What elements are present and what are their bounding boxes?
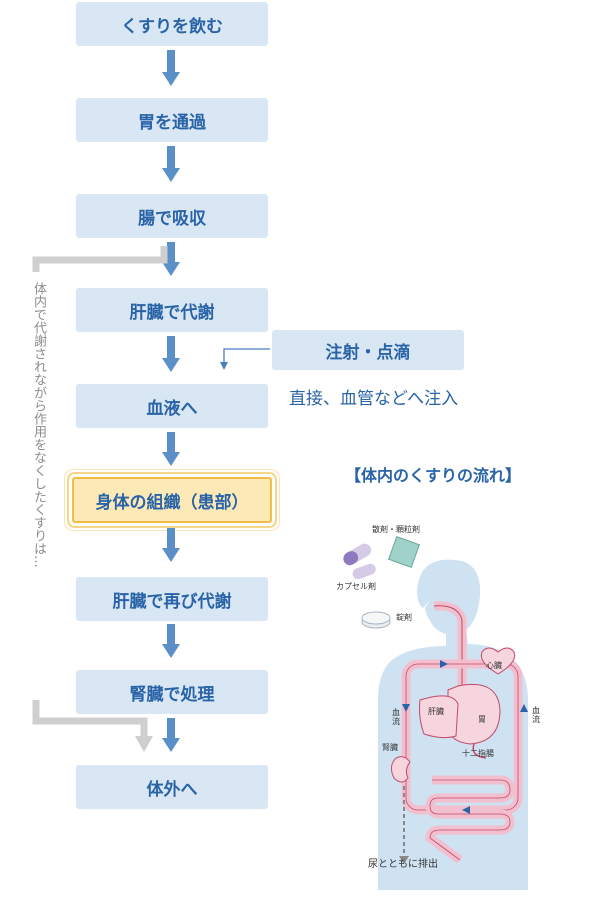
label-powder: 散剤・顆粒剤 <box>372 525 420 534</box>
capsule-icon <box>343 543 372 566</box>
label-blood-right: 血流 <box>532 706 540 724</box>
step-label: 腸で吸収 <box>138 208 206 229</box>
step-excrete: 体外へ <box>76 765 268 809</box>
figure-title: 【体内のくすりの流れ】 <box>345 466 522 485</box>
step-label: 肝臓で代謝 <box>129 302 215 323</box>
liver-shape <box>419 695 459 739</box>
step-label: 腎臓で処理 <box>129 684 215 705</box>
injection-note: 直接、血管などへ注入 <box>289 389 459 409</box>
label-liver: 肝臓 <box>428 707 444 716</box>
step-label: 肝臓で再び代謝 <box>112 591 232 612</box>
heart-shape <box>480 647 516 675</box>
step-label: くすりを飲む <box>121 16 223 37</box>
step-label: 血液へ <box>146 398 198 419</box>
step-label: 身体の組織（患部） <box>95 492 249 513</box>
kidney-shape <box>390 756 411 783</box>
injection-box: 注射・点滴 <box>272 330 464 370</box>
step-pass-stomach: 胃を通過 <box>76 98 268 142</box>
injection-label: 注射・点滴 <box>325 342 411 363</box>
step-body-tissue: 身体の組織（患部） <box>72 477 272 523</box>
label-blood-left: 血流 <box>392 708 400 726</box>
label-heart: 心臓 <box>486 661 502 670</box>
powder-packet-icon <box>387 535 421 569</box>
duodenum <box>472 743 487 759</box>
step-liver-remetabolism: 肝臓で再び代謝 <box>76 577 268 621</box>
blood-flow-arrows <box>402 660 528 814</box>
capsule-icon-2 <box>352 563 376 580</box>
label-duodenum: 十二指腸 <box>462 749 494 758</box>
step-take-medicine: くすりを飲む <box>76 2 268 46</box>
step-label: 胃を通過 <box>138 112 206 133</box>
label-urine: 尿とともに排出 <box>368 859 438 870</box>
step-intestine-absorb: 腸で吸収 <box>76 194 268 238</box>
step-liver-metabolism: 肝臓で代謝 <box>76 288 268 332</box>
label-tablet: 錠剤 <box>396 613 412 622</box>
label-stomach: 胃 <box>478 715 486 724</box>
bypass-label: 体内で代謝されながら作用をなくしたくすりは… <box>31 282 46 568</box>
step-blood: 血液へ <box>76 384 268 428</box>
label-capsule: カプセル剤 <box>336 582 376 591</box>
label-kidney: 腎臓 <box>382 743 398 752</box>
step-label: 体外へ <box>146 779 198 800</box>
tablet-icon <box>361 611 391 629</box>
